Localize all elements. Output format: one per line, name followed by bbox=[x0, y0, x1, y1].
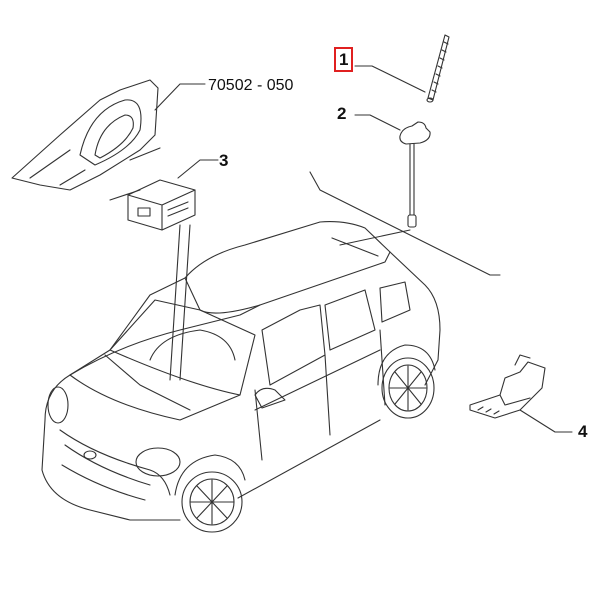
callout-4[interactable]: 4 bbox=[578, 422, 588, 441]
callout-1-highlighted[interactable]: 1 bbox=[334, 47, 354, 72]
dash-bezel-part bbox=[11, 79, 159, 191]
part-code-label[interactable]: 70502 - 050 bbox=[208, 77, 294, 94]
callout-2[interactable]: 2 bbox=[337, 104, 347, 123]
antenna-mast-part-1 bbox=[426, 34, 450, 103]
car-illustration bbox=[41, 221, 441, 533]
callout-3[interactable]: 3 bbox=[219, 151, 229, 170]
antenna-base-part-2 bbox=[399, 121, 431, 228]
leader-lines bbox=[109, 65, 573, 433]
module-part-3 bbox=[127, 179, 196, 231]
bracket-part-4 bbox=[469, 354, 546, 419]
